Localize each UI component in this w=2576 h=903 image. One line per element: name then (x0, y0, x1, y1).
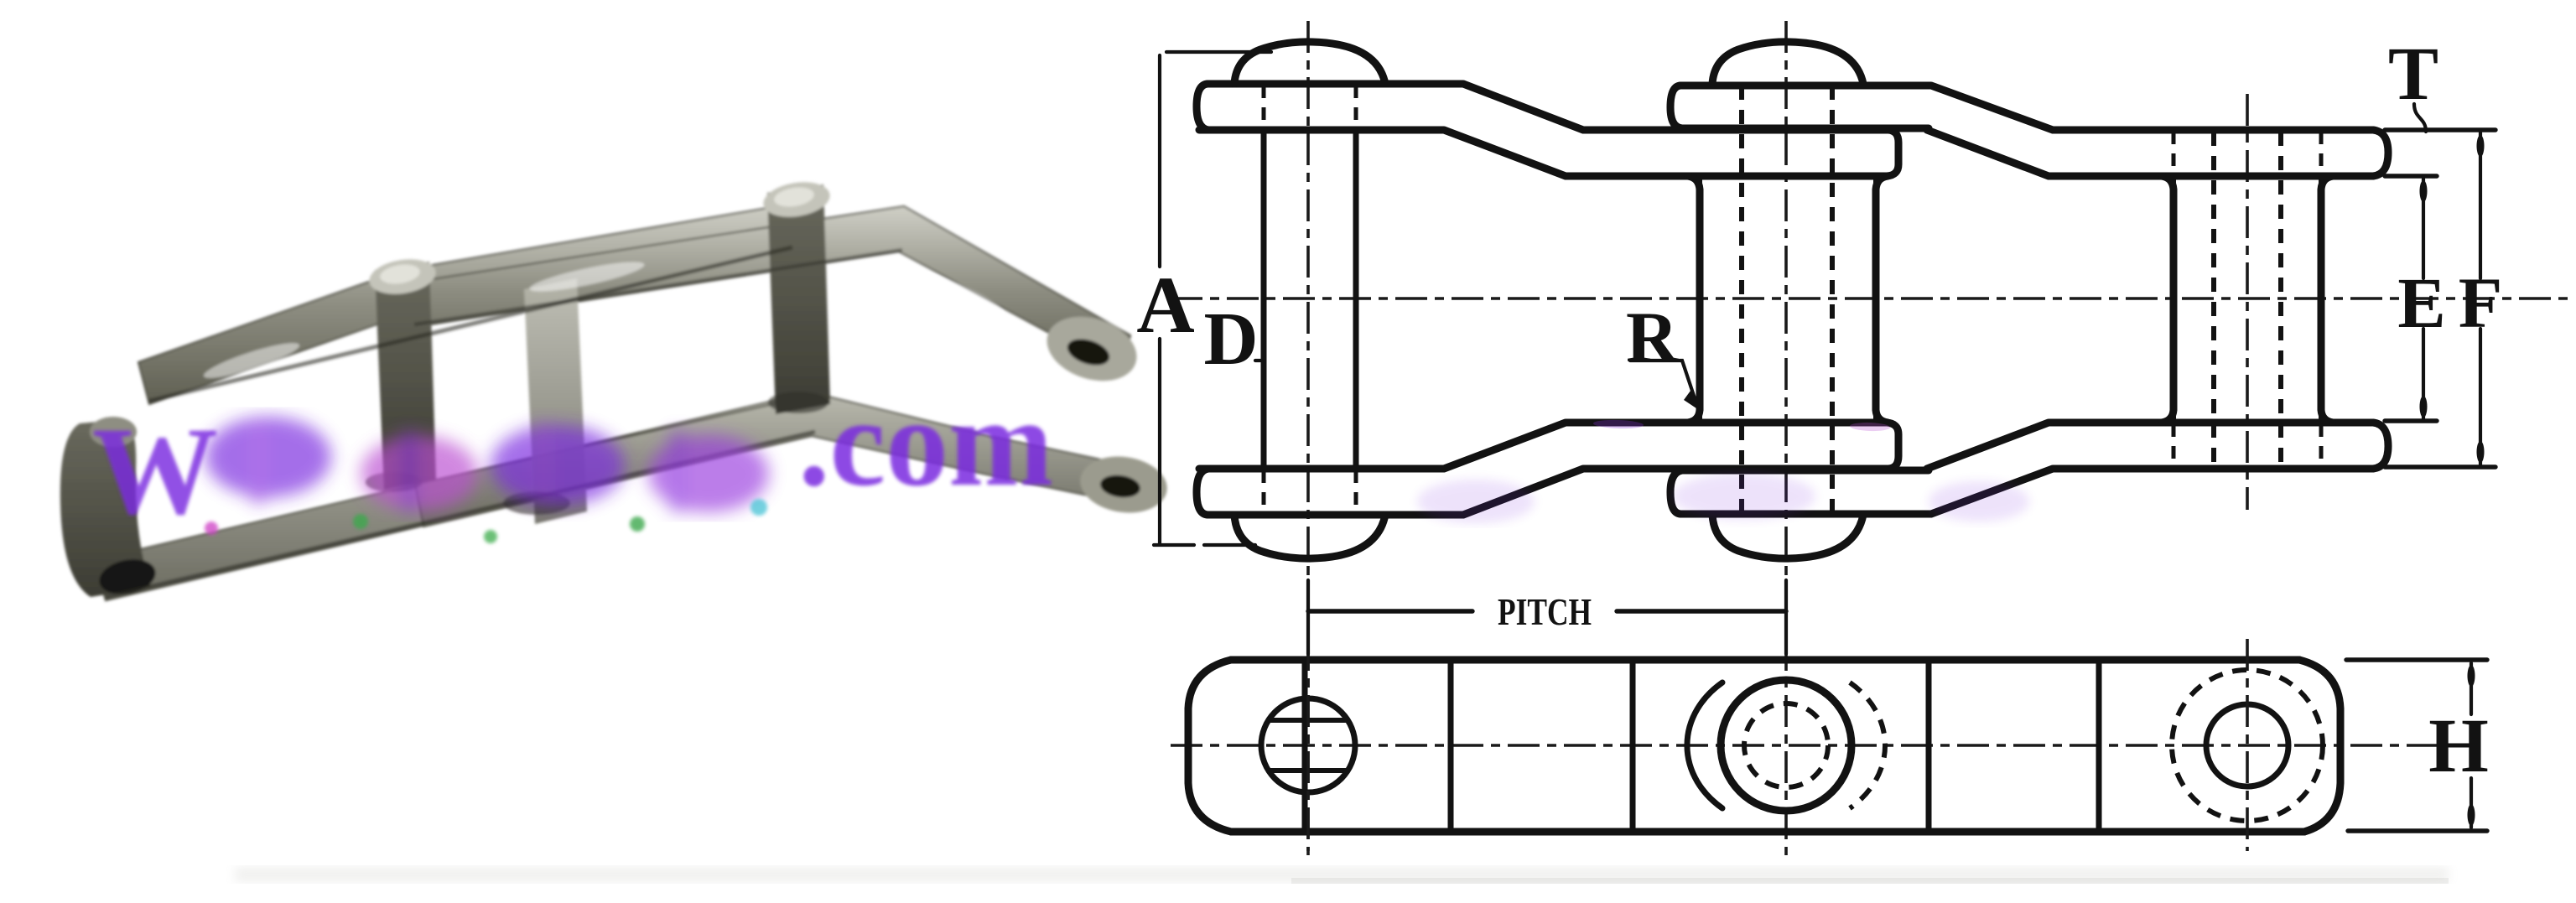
dimension-label-d: D (1204, 298, 1259, 381)
arrowhead-F-top (2476, 135, 2485, 157)
dim-ext-pitch (1306, 578, 1789, 656)
photo-pin-1-highlight (380, 264, 420, 284)
dimension-label-r: R (1626, 297, 1679, 377)
arrowhead-E-bottom (2419, 396, 2428, 418)
watermark-text-tail: .com (798, 373, 1053, 512)
link2-top-sidebar-outer (1676, 81, 2377, 134)
barrel3-fillet (2319, 176, 2337, 195)
pin1-top-dome-head (1230, 38, 1389, 88)
link2-bottom-sidebar-end-cap (1666, 466, 1686, 518)
link2-top-sidebar-open-end (2369, 126, 2392, 180)
scan-smudge-line (1291, 878, 2449, 884)
arrowhead-F-bottom (2476, 441, 2485, 463)
photo-pin-2-highlight (774, 187, 814, 207)
plan-bar-left-end (1184, 656, 1235, 836)
pitch-dimension-label: PITCH (1498, 590, 1592, 633)
plan-center-flange-arc-hidden (1848, 680, 1888, 811)
dimension-label-f: F (2459, 262, 2503, 343)
plan-center-barrel-circle (1716, 676, 1856, 815)
photo-shadow-blob (768, 392, 828, 413)
barrel2-fillet (1873, 176, 1892, 195)
photo-left-boss (90, 417, 137, 447)
link2-bottom-sidebar-inner (1923, 418, 2377, 473)
scan-smudge-band (235, 867, 2449, 882)
barrel2-fillet (1684, 404, 1702, 423)
plan-center-flange-arc-solid (1684, 679, 1726, 812)
barrel3-right-edge (2317, 172, 2337, 427)
side-view-drawing (1171, 21, 2569, 855)
barrel2-fillet (1684, 176, 1702, 195)
arrowhead-E-top (2419, 180, 2428, 202)
watermark: W .com (92, 373, 2029, 543)
link2-bottom-sidebar-open-end (2369, 418, 2392, 473)
dimension-label-h: H (2428, 703, 2489, 788)
photo-specular (926, 274, 1003, 313)
watermark-smears (1593, 419, 1890, 432)
barrel3-fillet (2158, 176, 2176, 195)
plan-view-drawing (1171, 639, 2465, 851)
barrel3-fillet (2158, 404, 2176, 423)
scan-artifacts (235, 867, 2449, 884)
photo-front-top-bar (402, 205, 1132, 374)
photo-pin-2 (767, 184, 830, 414)
dimension-lines: A D R T E F PITCH H (1136, 33, 2503, 833)
plan-bar-right-end (2295, 656, 2345, 836)
photo-left-eye-hole (99, 559, 156, 594)
arrowhead-H-top (2467, 665, 2475, 687)
photo-specular (203, 343, 300, 378)
link2-top-sidebar-end-cap (1666, 81, 1686, 132)
plan-open-end-hidden-circle (2169, 667, 2325, 823)
barrel2-fillet (1873, 404, 1892, 423)
watermark-text-lead: W (92, 402, 218, 541)
photo-left-end-cap (60, 419, 151, 597)
link1-bottom-sidebar-end-cap (1192, 464, 1213, 519)
photo-pin-1 (375, 262, 436, 490)
watermark-blurred-letters (205, 417, 769, 512)
link1-top-sidebar-inner (1195, 126, 1885, 180)
link1-top-sidebar-end-cap (1192, 80, 1213, 134)
pin1-bottom-dome-head (1230, 511, 1389, 563)
dim-leader-R (1628, 358, 1698, 403)
dimension-label-e: E (2397, 262, 2445, 343)
photo-right-lower-eye-hole (1100, 475, 1140, 498)
photo-right-upper-eye-hole (1067, 339, 1110, 366)
arrowhead-H-bottom (2467, 804, 2475, 826)
link2-top-sidebar-inner (1923, 126, 2377, 180)
watermark-echo-on-drawing (1417, 473, 2029, 523)
arrowhead-R (1684, 391, 1701, 412)
photo-shadow-line (148, 245, 793, 403)
photo-specular (529, 262, 645, 292)
barrel3-fillet (2319, 404, 2337, 423)
pin2-bottom-dome-head (1708, 511, 1867, 563)
link1-bottom-sidebar-inner (1195, 418, 1885, 473)
pin2-top-dome-head (1708, 38, 1867, 88)
photo-shadow-line (413, 248, 903, 326)
plan-division-lines (1301, 656, 2102, 835)
watermark-color-specks (205, 499, 767, 543)
dimension-label-a: A (1136, 260, 1194, 350)
dimension-label-t: T (2388, 33, 2438, 116)
plan-center-bore-hidden-circle (1742, 701, 1831, 790)
